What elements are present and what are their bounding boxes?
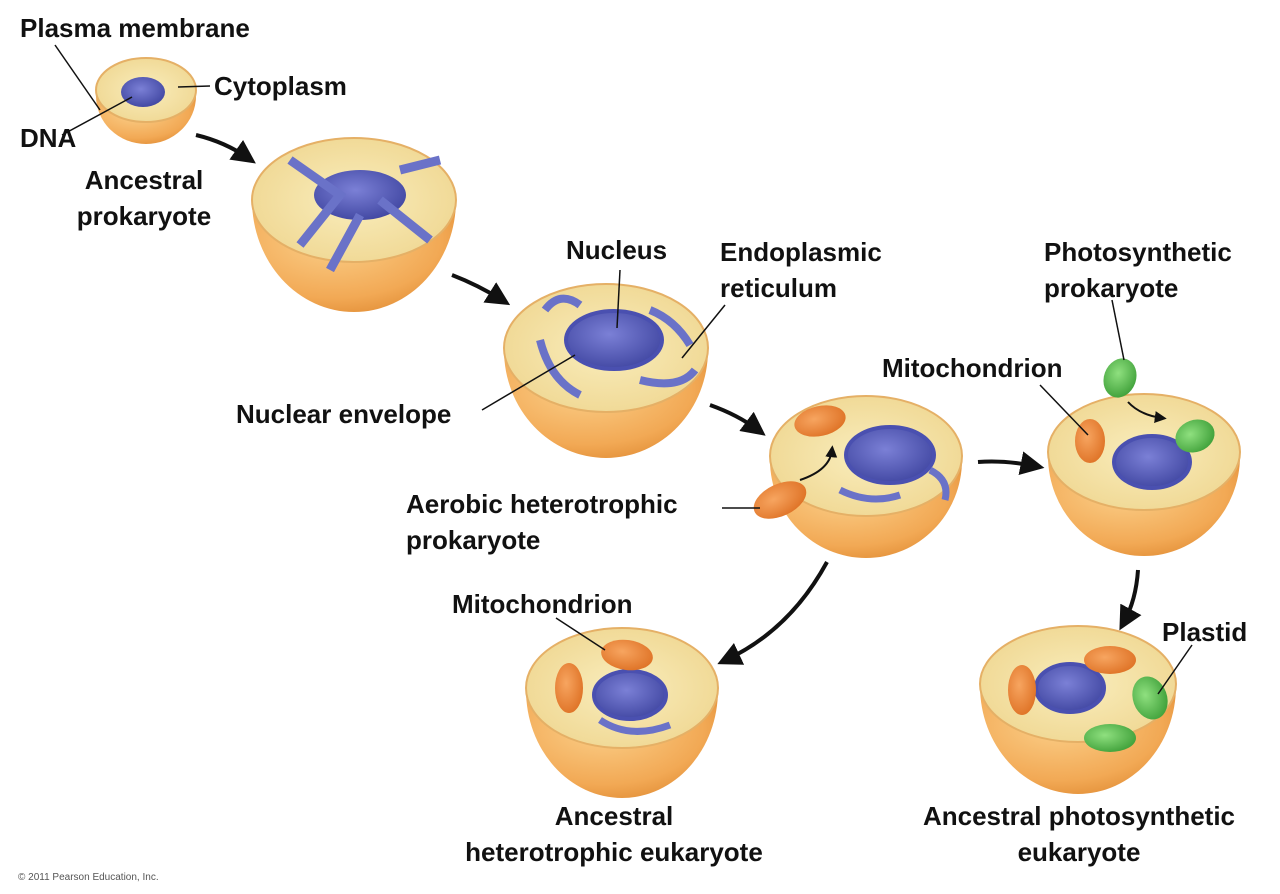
photosynthetic-prokaryote-icon [1103, 358, 1137, 398]
copyright-notice: © 2011 Pearson Education, Inc. [18, 872, 159, 883]
cell-photosynthetic-eukaryote [979, 625, 1177, 794]
cell-stage-2 [251, 137, 457, 312]
label-cytoplasm: Cytoplasm [214, 71, 347, 101]
leader-lines [54, 44, 1193, 695]
label-endoplasmic-reticulum: Endoplasmic reticulum [720, 237, 882, 303]
label-mitochondrion-bottom: Mitochondrion [452, 589, 633, 619]
cell-stage-4 [753, 395, 963, 558]
label-aerobic-heterotrophic-prokaryote: Aerobic heterotrophic prokaryote [406, 489, 678, 555]
cell-heterotrophic-eukaryote [525, 627, 719, 798]
label-ancestral-photosynthetic-eukaryote: Ancestral photosynthetic eukaryote [922, 801, 1236, 867]
aerobic-prokaryote-icon [753, 481, 807, 519]
cell-stage-3 [503, 283, 709, 458]
flow-arrows [195, 133, 1142, 665]
dna-icon [121, 77, 165, 107]
plastid-icon [1132, 676, 1168, 720]
label-ancestral-prokaryote: Ancestral prokaryote [76, 165, 212, 231]
mitochondrion-icon [601, 639, 653, 671]
label-mitochondrion-top: Mitochondrion [882, 353, 1063, 383]
label-plasma-membrane: Plasma membrane [20, 13, 250, 43]
cell-ancestral-prokaryote [95, 57, 197, 144]
label-nuclear-envelope: Nuclear envelope [236, 399, 452, 429]
mitochondrion-icon [794, 405, 846, 437]
label-nucleus: Nucleus [566, 235, 668, 265]
label-ancestral-heterotrophic-eukaryote: Ancestral heterotrophic eukaryote [465, 801, 763, 867]
label-dna: DNA [20, 123, 77, 153]
cell-stage-5 [1047, 358, 1241, 556]
label-plastid: Plastid [1162, 617, 1248, 647]
label-photosynthetic-prokaryote: Photosynthetic prokaryote [1044, 237, 1232, 303]
